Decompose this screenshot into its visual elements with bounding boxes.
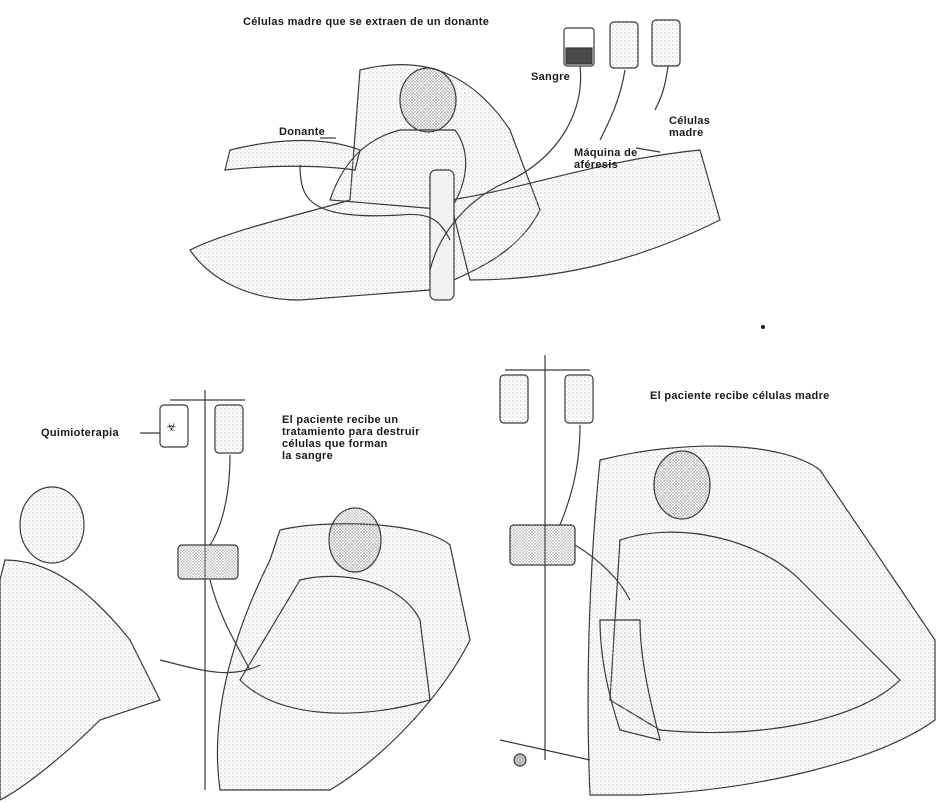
transplant-scene	[500, 355, 935, 795]
donor-scene	[190, 20, 720, 300]
transplant-panel-title: El paciente recibe células madre	[650, 390, 830, 402]
blood-label: Sangre	[531, 71, 570, 83]
donor-panel-title: Células madre que se extraen de un donan…	[243, 16, 489, 28]
center-bag	[610, 22, 638, 68]
stem-cells-label: Células madre	[669, 115, 710, 139]
donor-arm	[225, 141, 360, 170]
stem-cell-bag	[652, 20, 680, 66]
chemotherapy-label: Quimioterapia	[41, 427, 119, 439]
caregiver-head	[20, 487, 84, 563]
infusion-pump-left	[178, 545, 238, 579]
patient-head-right	[654, 451, 710, 519]
iv-bag-left	[215, 405, 243, 453]
donor-head	[400, 68, 456, 132]
donor-label: Donante	[279, 126, 325, 138]
svg-text:☣: ☣	[166, 420, 177, 434]
patient-head-left	[329, 508, 381, 572]
iv-bag-right-2	[565, 375, 593, 423]
apheresis-machine-label: Máquina de aféresis	[574, 147, 638, 171]
chemo-panel-title: El paciente recibe un tratamiento para d…	[282, 414, 420, 462]
infusion-pump-right	[510, 525, 575, 565]
caregiver-body	[0, 560, 160, 800]
stray-dot	[761, 325, 765, 329]
apheresis-machine	[430, 170, 454, 300]
iv-bag-right-1	[500, 375, 528, 423]
